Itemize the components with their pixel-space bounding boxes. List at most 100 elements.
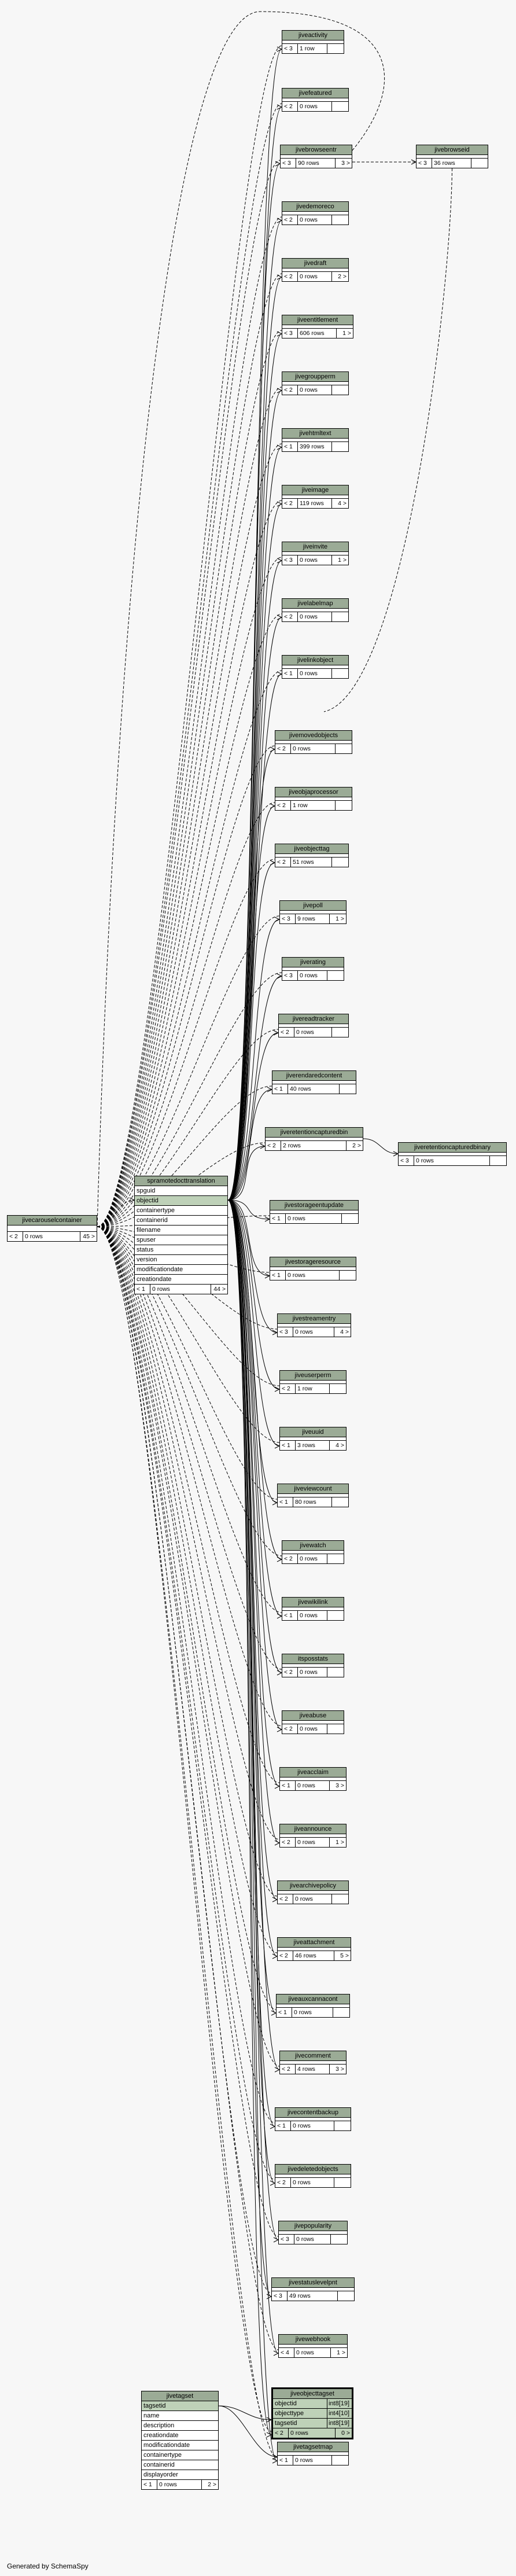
child-count	[327, 1668, 344, 1677]
row-count: 0 rows	[298, 1668, 327, 1677]
row-count: 51 rows	[291, 858, 332, 867]
parent-count: < 2	[275, 744, 291, 753]
child-count	[327, 44, 344, 53]
relationship-line	[97, 859, 275, 1227]
row-count: 1 row	[298, 44, 327, 53]
table-name: jivepoll	[280, 901, 346, 911]
table-spramotedocttranslation[interactable]: spramotedocttranslation spguid objectid …	[134, 1176, 228, 1294]
row-count: 0 rows	[298, 272, 332, 281]
column-tagsetid: tagsetid	[142, 2401, 218, 2411]
relationship-line	[97, 500, 282, 1227]
child-count	[332, 1894, 348, 1904]
row-count: 46 rows	[293, 1951, 334, 1960]
child-count: 45 >	[83, 1233, 95, 1240]
parent-count: < 2	[282, 1724, 298, 1734]
relationship-line	[227, 1146, 266, 1201]
relationship-line	[227, 1199, 280, 1843]
child-count	[332, 2456, 348, 2465]
table-jivetagset[interactable]: jivetagset tagsetid name description cre…	[141, 2391, 219, 2490]
relationship-line	[227, 749, 275, 1201]
child-count	[327, 971, 344, 980]
child-count	[490, 1156, 506, 1165]
table-name: jivegroupperm	[282, 372, 348, 382]
parent-count: < 2	[275, 2178, 291, 2187]
parent-count: < 2	[275, 801, 291, 810]
table-name: jiveannounce	[280, 1824, 346, 1834]
child-count: 0 >	[341, 2430, 350, 2437]
column-creationdate: creationdate	[137, 1276, 172, 1283]
relationship-line	[227, 220, 282, 1201]
parent-count: < 2	[280, 2065, 296, 2074]
relationship-line	[97, 745, 275, 1227]
parent-count: < 2	[8, 1232, 23, 1241]
child-count	[332, 1497, 348, 1507]
child-count	[327, 1724, 344, 1734]
parent-count: < 2	[282, 385, 298, 395]
relationship-line	[97, 1226, 280, 1386]
child-count: 1 >	[342, 330, 351, 337]
relationship-line	[227, 1199, 278, 1957]
table-name: jivestreamentry	[278, 1314, 351, 1324]
relationship-line	[97, 1226, 277, 2010]
row-count: 1 row	[296, 1384, 330, 1393]
relationship-line	[227, 1199, 282, 1560]
relationship-line	[323, 168, 452, 712]
column-name: name	[142, 2411, 218, 2421]
parent-count: < 1	[275, 2121, 291, 2130]
relationship-line	[97, 443, 282, 1227]
child-count: 2 >	[208, 2481, 216, 2488]
relationship-line	[97, 1226, 280, 1443]
parent-count: < 2	[282, 272, 298, 281]
relationship-line	[218, 2405, 272, 2420]
row-count: 0 rows	[292, 2008, 333, 2017]
